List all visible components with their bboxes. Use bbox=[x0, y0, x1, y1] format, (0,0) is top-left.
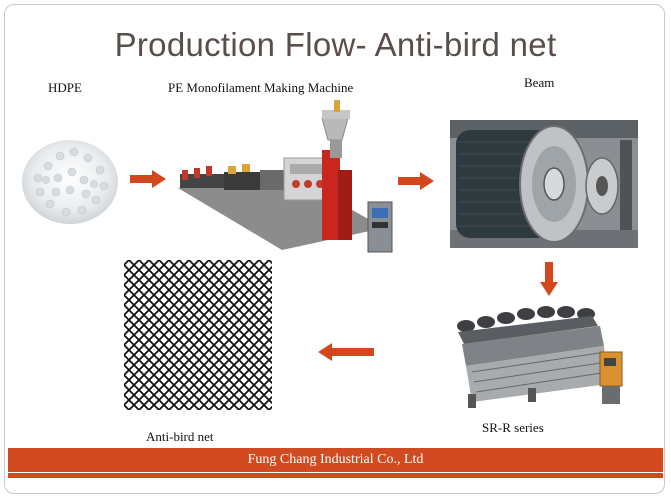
machine-label: PE Monofilament Making Machine bbox=[168, 80, 354, 95]
page-title: Production Flow- Anti-bird net bbox=[114, 26, 557, 63]
right-arrow-icon bbox=[130, 170, 166, 188]
footer-line bbox=[8, 473, 663, 478]
beam-label: Beam bbox=[524, 75, 555, 90]
hdpe-label: HDPE bbox=[48, 80, 82, 95]
extrusion-machine-image bbox=[178, 100, 393, 253]
knitting-machine-image bbox=[457, 306, 623, 408]
down-arrow-icon bbox=[540, 262, 558, 296]
beam-spool-image bbox=[450, 120, 638, 248]
anti-bird-net-image bbox=[124, 260, 272, 410]
right-arrow-icon bbox=[398, 172, 434, 190]
slide-border bbox=[4, 4, 665, 494]
net-label: Anti-bird net bbox=[146, 429, 214, 444]
left-arrow-icon bbox=[318, 343, 374, 361]
hdpe-pellets-image bbox=[22, 140, 118, 224]
series-label: SR-R series bbox=[482, 420, 544, 435]
footer-bar: Fung Chang Industrial Co., Ltd bbox=[8, 448, 663, 472]
